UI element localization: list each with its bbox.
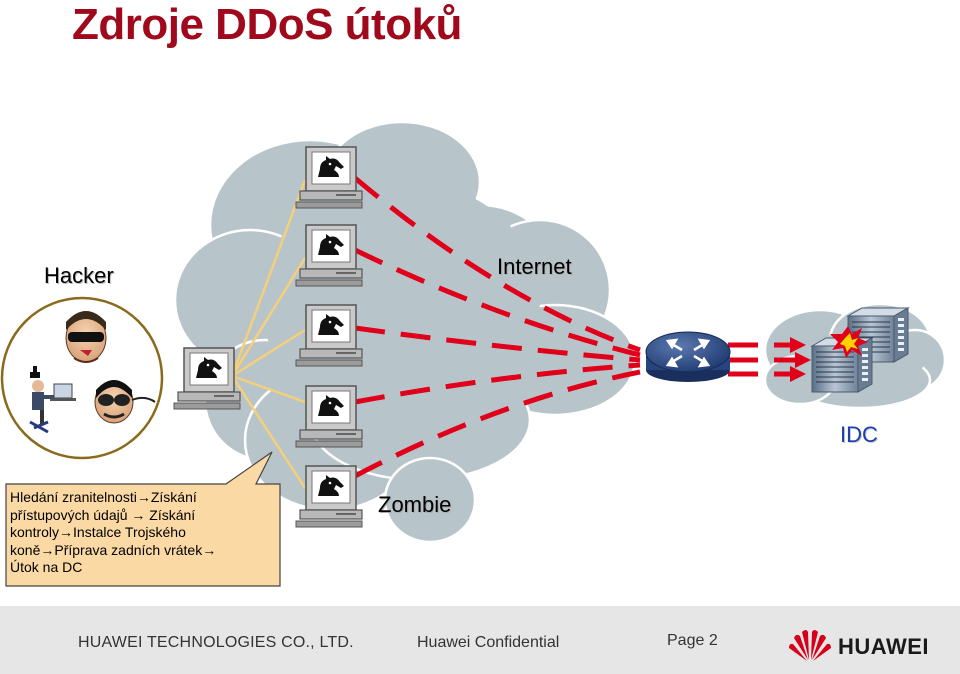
callout-line: přístupových údajů → Získání (10, 506, 196, 523)
footer-brand: HUAWEI (838, 634, 929, 659)
hacker-face-icon (65, 311, 107, 363)
footer-company: HUAWEI TECHNOLOGIES CO., LTD. (78, 634, 354, 651)
slide-title: Zdroje DDoS útoků (72, 0, 462, 49)
footer-confidential: Huawei Confidential (417, 634, 560, 651)
zombie-computer-5 (295, 465, 363, 528)
router-icon (645, 331, 731, 382)
hacker-group (0, 296, 164, 460)
footer-page-number: Page 2 (667, 632, 718, 649)
callout-line: koně→Příprava zadních vrátek→ (10, 541, 217, 558)
hacker-computer (173, 347, 241, 410)
callout-line: Hledání zranitelnosti→Získání (10, 489, 197, 505)
zombie-computer-2 (295, 224, 363, 287)
callout-line: Útok na DC (10, 559, 83, 576)
huawei-logo-icon (789, 630, 831, 661)
seated-hacker-icon (29, 366, 76, 434)
zombie-computer-3 (295, 304, 363, 367)
idc-label: IDC (840, 422, 878, 447)
callout-box (5, 451, 281, 587)
ddos-diagram (0, 120, 947, 587)
zombie-label: Zombie (378, 492, 452, 517)
callout-line: kontroly→Instalce Trojského (10, 524, 186, 541)
internet-label: Internet (497, 254, 572, 279)
zombie-computer-1 (295, 146, 363, 209)
explosion-icon (830, 326, 868, 358)
callout-text: Hledání zranitelnosti→Získání přístupový… (10, 489, 258, 577)
hacker-label: Hacker (44, 263, 114, 288)
control-lines (230, 179, 307, 489)
attack-lines (353, 176, 795, 479)
attack-arrowheads (790, 337, 811, 382)
masked-hacker-icon (94, 380, 156, 424)
zombie-computer-4 (295, 385, 363, 448)
